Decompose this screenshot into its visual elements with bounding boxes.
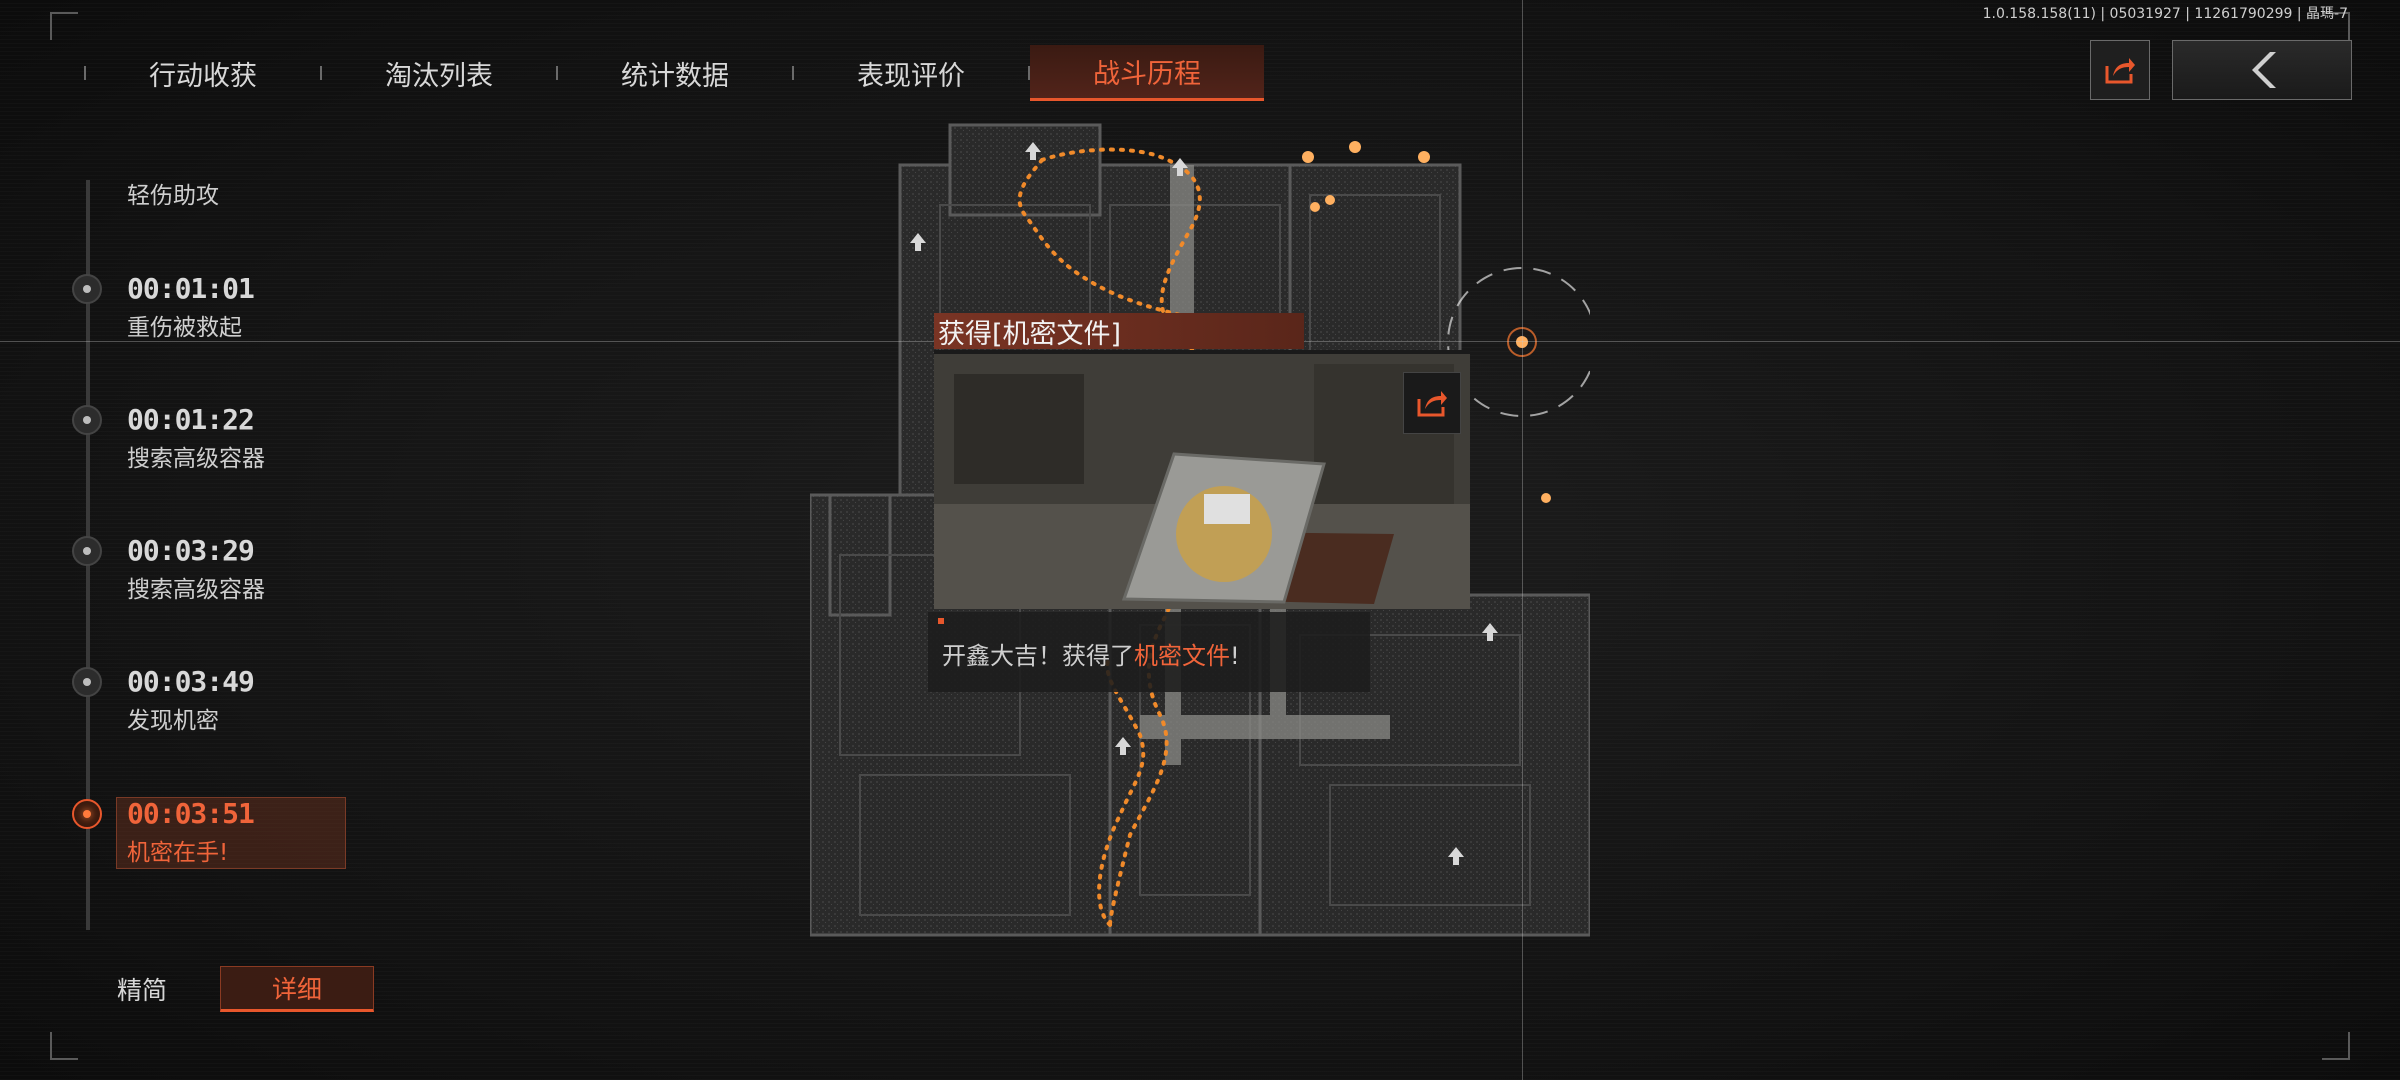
tab-separator	[792, 66, 794, 80]
popup-title: 获得[机密文件]	[934, 313, 1304, 350]
tab-separator	[84, 66, 86, 80]
tab-separator	[556, 66, 558, 80]
tab-loot[interactable]: 行动收获	[149, 60, 257, 92]
frame-corner	[50, 1032, 78, 1060]
frame-corner	[50, 12, 78, 40]
event-label: 机密在手!	[127, 840, 229, 866]
share-icon	[2105, 58, 2135, 84]
timeline-partial-label: 轻伤助攻	[127, 183, 219, 209]
player-route	[1040, 147, 1202, 927]
popup-share-button[interactable]	[1403, 372, 1461, 434]
timeline-node	[72, 405, 102, 435]
extract-marker-icon	[910, 142, 1498, 865]
event-label: 搜索高级容器	[127, 446, 265, 472]
event-time: 00:01:22	[127, 403, 255, 436]
event-label: 搜索高级容器	[127, 577, 265, 603]
tab-eliminations[interactable]: 淘汰列表	[385, 60, 493, 92]
tab-separator	[1028, 66, 1030, 80]
mode-detail-button[interactable]: 详细	[220, 966, 374, 1012]
frame-corner	[2322, 12, 2350, 40]
message-indicator	[938, 618, 944, 624]
top-tab-bar: 行动收获 淘汰列表 统计数据 表现评价 战斗历程	[84, 44, 1264, 102]
share-icon	[1417, 391, 1447, 417]
tab-separator	[320, 66, 322, 80]
tab-battle-history[interactable]: 战斗历程	[1030, 45, 1264, 101]
timeline-node	[72, 536, 102, 566]
timeline-node	[72, 667, 102, 697]
confidential-file-illustration	[934, 354, 1470, 609]
back-arrow-icon	[2252, 52, 2276, 88]
frame-corner	[2322, 1032, 2350, 1060]
event-time: 00:03:49	[127, 665, 255, 698]
timeline-active-highlight	[116, 797, 346, 869]
message-prefix: 开鑫大吉！获得了	[942, 642, 1134, 670]
share-button[interactable]	[2090, 40, 2150, 100]
event-label: 发现机密	[127, 708, 219, 734]
timeline-node	[72, 274, 102, 304]
popup-message: 开鑫大吉！获得了机密文件!	[928, 612, 1370, 692]
event-label: 重伤被救起	[127, 315, 242, 341]
message-highlight: 机密文件	[1134, 642, 1230, 670]
tab-performance[interactable]: 表现评价	[857, 60, 965, 92]
version-info: 1.0.158.158(11) | 05031927 | 11261790299…	[1982, 6, 2348, 22]
crosshair-vertical	[1522, 0, 1523, 1080]
event-time: 00:01:01	[127, 272, 255, 305]
mode-simple-button[interactable]: 精简	[116, 976, 167, 1005]
confidential-file-image	[934, 350, 1470, 609]
timeline-node-active	[72, 799, 102, 829]
back-button[interactable]	[2172, 40, 2352, 100]
message-suffix: !	[1230, 642, 1240, 670]
event-time: 00:03:51	[127, 797, 255, 830]
popup-message-text: 开鑫大吉！获得了机密文件!	[942, 636, 1240, 671]
tab-statistics[interactable]: 统计数据	[621, 60, 729, 92]
event-time: 00:03:29	[127, 534, 255, 567]
